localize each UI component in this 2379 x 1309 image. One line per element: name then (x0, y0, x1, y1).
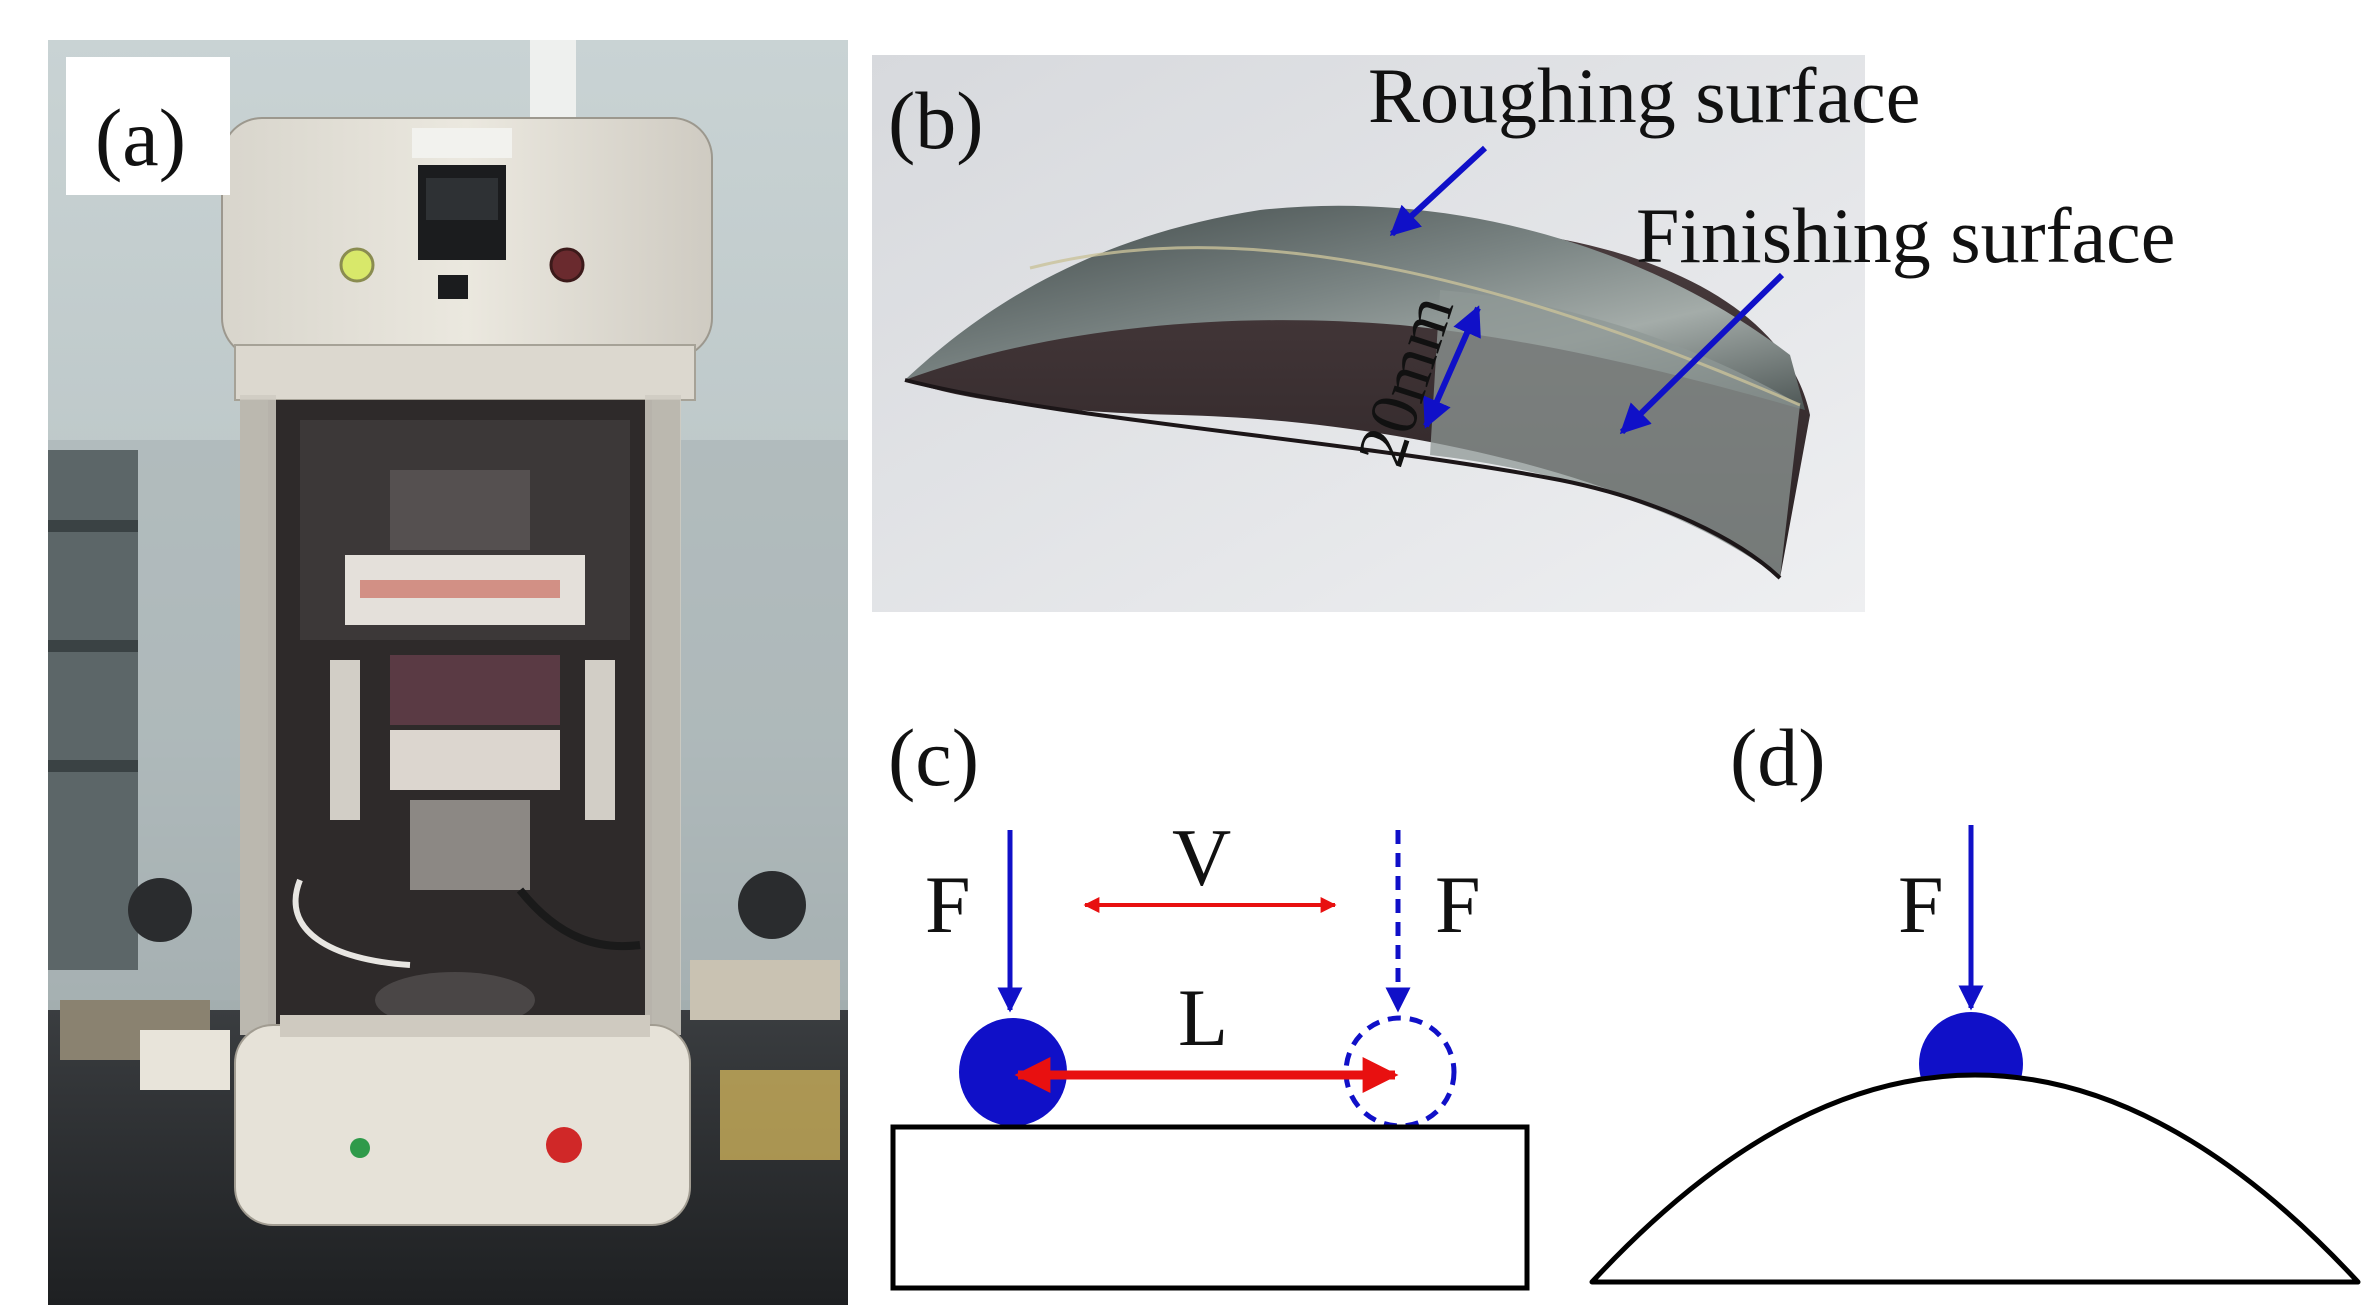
width-dimension-arrow (1423, 305, 1481, 429)
roughing-pointer-arrow (1389, 145, 1488, 237)
flat-workpiece (890, 1124, 1530, 1291)
panel-a-photo (48, 40, 848, 1305)
panel-c-label: (c) (888, 712, 979, 803)
finishing-surface-label: Finishing surface (1636, 192, 2175, 279)
roughing-surface-label: Roughing surface (1368, 52, 1920, 139)
ball-start (959, 1018, 1067, 1126)
length-label: L (1178, 972, 1228, 1063)
force-right-label: F (1435, 859, 1481, 950)
panel-b-photo (872, 55, 1865, 612)
panel-b-label: (b) (888, 75, 984, 166)
force-d-label: F (1898, 859, 1944, 950)
panel-a-label: (a) (95, 92, 186, 183)
ball-end-dashed (1343, 1015, 1457, 1129)
curved-workpiece (1589, 1072, 2361, 1285)
panel-d-label: (d) (1730, 712, 1826, 803)
force-left-label: F (925, 859, 971, 950)
finishing-pointer-arrow (1619, 272, 1785, 435)
velocity-label: V (1172, 812, 1231, 903)
